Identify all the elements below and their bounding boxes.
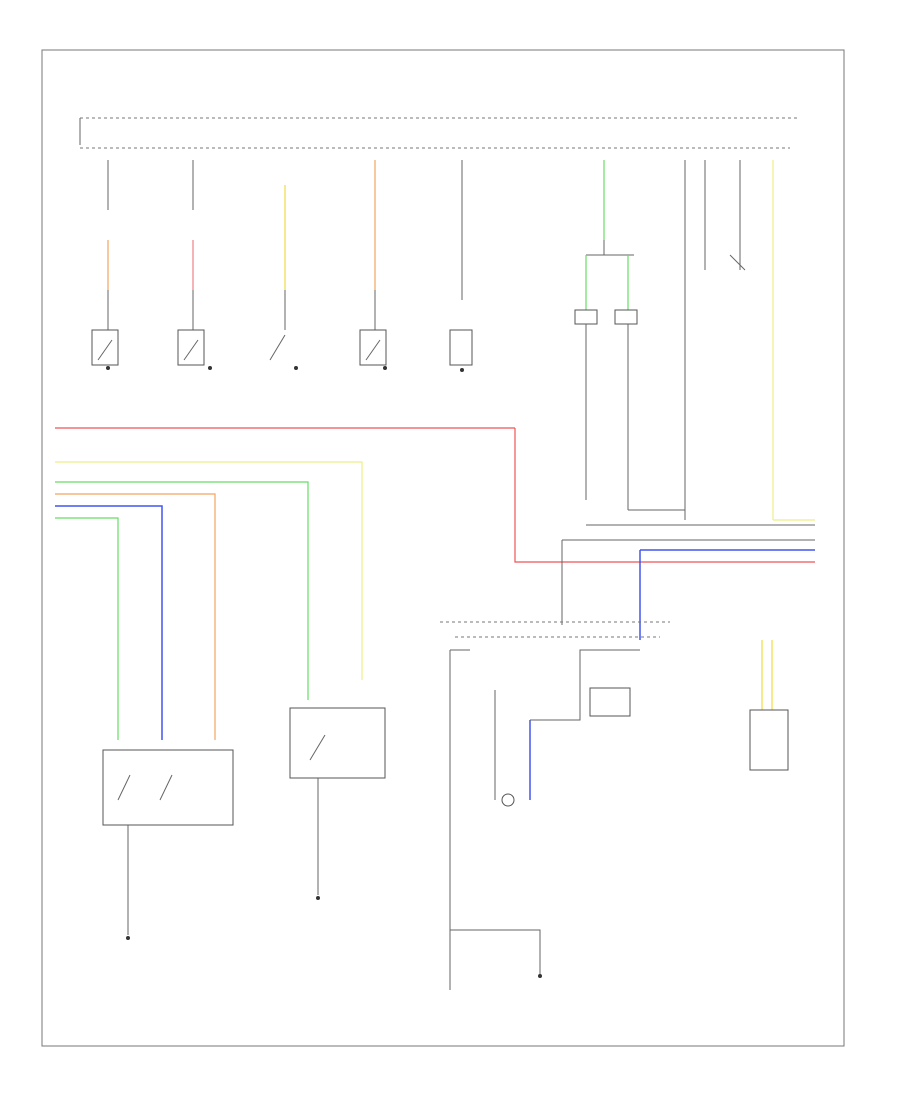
switch-2 xyxy=(177,329,205,366)
switch-2-contact xyxy=(183,339,199,361)
mid-switch-contact xyxy=(309,734,326,761)
switch-4 xyxy=(359,329,387,366)
mid-switch-ground xyxy=(316,896,320,900)
bottom-ground xyxy=(538,974,542,978)
switch-4-ground xyxy=(383,366,387,370)
relay-b xyxy=(614,309,638,325)
relay-outputs xyxy=(585,324,629,510)
drop-6-green-branches xyxy=(585,255,629,310)
bus-blue xyxy=(55,505,163,740)
center-lamp xyxy=(501,793,515,807)
drop-6-split xyxy=(586,240,634,256)
center-module xyxy=(589,687,631,717)
right-switch-contact xyxy=(729,254,746,271)
relay-a xyxy=(574,309,598,325)
lower-left-box xyxy=(102,749,234,826)
bus-red-right xyxy=(514,428,815,563)
bus-orange xyxy=(55,493,216,740)
lower-left-ground xyxy=(126,936,130,940)
switch-3-contact xyxy=(269,334,286,361)
right-lower-box xyxy=(749,709,789,771)
bus-green xyxy=(55,481,309,700)
switch-5-ground xyxy=(460,368,464,372)
switch-3-ground xyxy=(294,366,298,370)
bus-lightyellow xyxy=(55,461,363,680)
center-left-wire xyxy=(449,649,470,990)
switch-2-ground xyxy=(208,366,212,370)
lower-left-contacts xyxy=(117,774,173,801)
center-return-wire xyxy=(530,649,640,721)
switch-1 xyxy=(91,329,119,366)
diagram-frame xyxy=(41,49,845,1047)
bus-green-2 xyxy=(55,517,119,740)
switch-5 xyxy=(449,329,473,366)
bottom-ground-path xyxy=(450,929,541,975)
switch-1-contact xyxy=(97,339,113,361)
switch-1-ground xyxy=(106,366,110,370)
switch-4-contact xyxy=(365,339,381,361)
right-lower-wires xyxy=(761,640,773,710)
mid-switch-box xyxy=(289,707,386,779)
